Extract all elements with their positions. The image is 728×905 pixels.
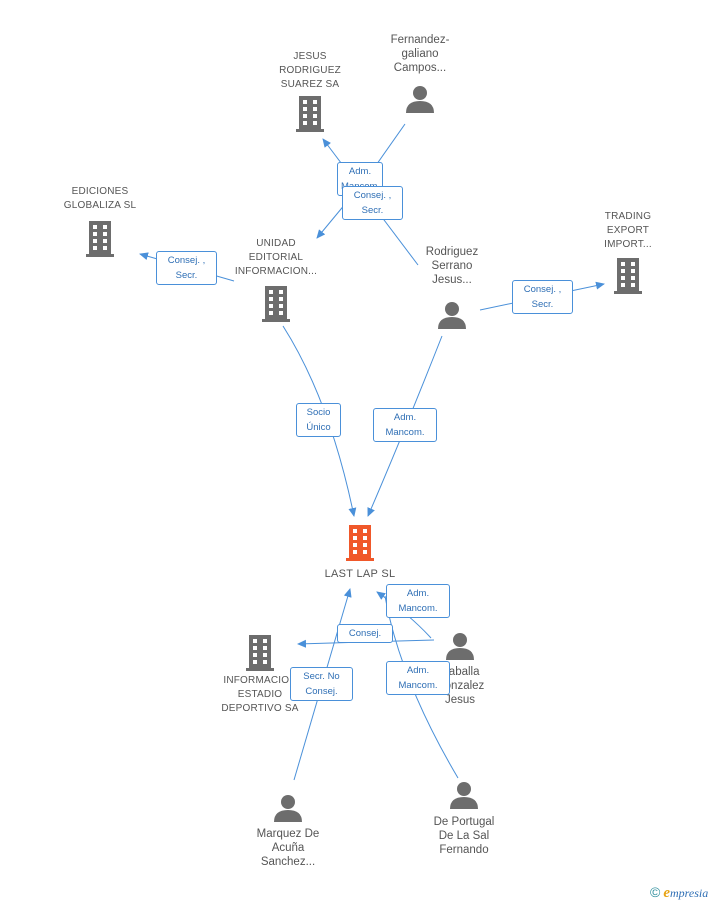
edge-label-consej-low[interactable]: Consej. (337, 624, 393, 643)
edge-label-adm-mancom-low2[interactable]: Adm. Mancom. (386, 661, 450, 695)
brand-e: e (663, 885, 670, 901)
node-label: TRADING EXPORT IMPORT... (604, 211, 652, 250)
node-label: Marquez De Acuña Sanchez... (256, 828, 320, 868)
node-de-portugal[interactable]: De Portugal De La Sal Fernando (404, 781, 524, 857)
building-icon (246, 635, 274, 671)
node-last-lap[interactable]: LAST LAP SL (300, 525, 420, 581)
node-label: JESUS RODRIGUEZ SUAREZ SA (279, 51, 341, 90)
person-icon (446, 633, 474, 660)
node-label: Rodriguez Serrano Jesus... (425, 246, 479, 286)
node-jesus-rodriguez-suarez[interactable]: JESUS RODRIGUEZ SUAREZ SA (250, 50, 370, 132)
edge-label-consej-secr-right[interactable]: Consej. , Secr. (512, 280, 573, 314)
building-icon (86, 221, 114, 257)
node-unidad-editorial[interactable]: UNIDAD EDITORIAL INFORMACION... (216, 237, 336, 322)
node-informacion-estadio[interactable]: INFORMACION ESTADIO DEPORTIVO SA (200, 635, 320, 716)
node-label: LAST LAP SL (324, 568, 396, 580)
node-ediciones-globaliza[interactable]: EDICIONES GLOBALIZA SL (40, 185, 160, 257)
node-label: De Portugal De La Sal Fernando (433, 816, 495, 856)
empresia-watermark: © empresia (650, 884, 708, 902)
person-icon (406, 86, 434, 113)
edge-label-adm-mancom-mid[interactable]: Adm. Mancom. (373, 408, 437, 442)
building-icon-main (346, 525, 374, 561)
building-icon (614, 258, 642, 294)
edge-label-consej-secr-left[interactable]: Consej. , Secr. (156, 251, 217, 285)
edge-label-adm-mancom-low1[interactable]: Adm. Mancom. (386, 584, 450, 618)
node-label: INFORMACION ESTADIO DEPORTIVO SA (221, 675, 299, 714)
building-icon (296, 96, 324, 132)
node-label: UNIDAD EDITORIAL INFORMACION... (234, 238, 318, 277)
copyright-symbol: © (650, 884, 661, 900)
edge-label-socio-unico[interactable]: Socio Único (296, 403, 341, 437)
node-rodriguez-serrano[interactable]: Rodriguez Serrano Jesus... (392, 245, 512, 329)
person-icon (450, 782, 478, 809)
node-label: EDICIONES GLOBALIZA SL (63, 186, 137, 211)
node-fernandez-galiano[interactable]: Fernandez- galiano Campos... (360, 33, 480, 113)
node-trading-export[interactable]: TRADING EXPORT IMPORT... (572, 210, 684, 294)
edge-label-consej-secr-top[interactable]: Consej. , Secr. (342, 186, 403, 220)
person-icon (438, 302, 466, 329)
brand-rest: mpresia (670, 886, 709, 900)
node-label: Fernandez- galiano Campos... (390, 34, 450, 74)
edge-label-secr-no-consej[interactable]: Secr. No Consej. (290, 667, 353, 701)
person-icon (274, 795, 302, 822)
node-marquez-de-acuna[interactable]: Marquez De Acuña Sanchez... (228, 794, 348, 869)
building-icon (262, 286, 290, 322)
